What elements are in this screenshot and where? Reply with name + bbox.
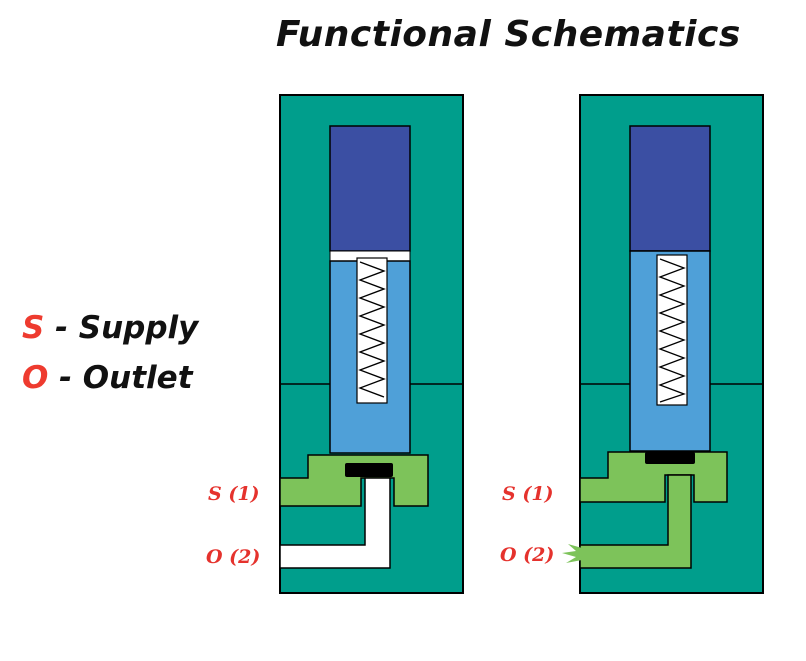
legend-supply: S - Supply (22, 310, 198, 346)
left-supply-port-label: S (1) (208, 483, 260, 505)
right-outlet-port-label: O (2) (500, 544, 555, 566)
valve-closed-outlet-passage (279, 477, 391, 569)
legend-supply-text: - Supply (44, 310, 199, 346)
valve-open-seal (645, 452, 695, 464)
legend-supply-key: S (22, 310, 45, 346)
valve-closed-solenoid (329, 125, 411, 252)
valve-closed-spring-bore (356, 257, 388, 404)
valve-open-spring (658, 258, 686, 403)
left-outlet-port-label: O (2) (206, 546, 261, 568)
valve-open-solenoid (629, 125, 711, 252)
legend-outlet: O - Outlet (22, 360, 193, 396)
valve-closed-seal (345, 463, 393, 477)
valve-open (562, 94, 764, 594)
page-title: Functional Schematics (276, 14, 741, 55)
valve-open-outlet-flow (579, 474, 692, 569)
valve-closed (279, 94, 464, 594)
right-supply-port-label: S (1) (502, 483, 554, 505)
valve-closed-spring (358, 261, 386, 398)
legend-outlet-key: O (22, 360, 49, 396)
valve-open-supply-flow (579, 451, 728, 503)
legend-outlet-text: - Outlet (48, 360, 193, 396)
valve-open-outflow-splash (562, 544, 582, 563)
